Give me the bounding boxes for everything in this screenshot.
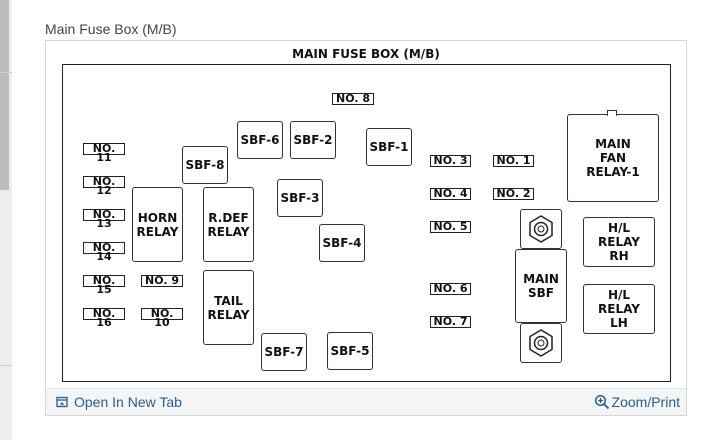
diagram-caption: Main Fuse Box (M/B) [45,21,177,37]
open-new-tab-icon [56,396,68,408]
left-scrollbar[interactable] [0,0,12,440]
diagram-title: MAIN FUSE BOX (M/B) [292,47,440,61]
relay-rdef: R.DEF RELAY [203,187,254,262]
fuse-sbf-1: SBF-1 [366,128,412,166]
label-no-5: NO. 5 [430,221,471,233]
label-no-7: NO. 7 [430,316,471,328]
label-no-6: NO. 6 [430,283,471,295]
relay-main-fan-1: MAIN FAN RELAY-1 [567,114,659,202]
bolt-nut-icon [529,215,553,243]
fuse-sbf-4: SBF-4 [319,224,365,262]
zoom-print-link[interactable]: Zoom/Print [594,394,680,410]
label-no-16: NO. 16 [83,308,125,328]
fuse-sbf-7: SBF-7 [261,333,307,371]
fuse-sbf-5: SBF-5 [327,332,373,370]
relay-tail: TAIL RELAY [203,270,254,345]
label-no-2: NO. 2 [493,188,534,200]
scrollbar-thumb[interactable] [0,0,9,190]
zoom-print-label: Zoom/Print [611,394,680,410]
main-sbf-assembly: MAIN SBF [515,209,567,363]
card-footer: Open In New Tab Zoom/Print [46,388,686,415]
label-no-14: NO. 14 [83,242,125,262]
label-no-10: NO. 10 [141,308,183,328]
relay-horn: HORN RELAY [132,187,183,262]
open-in-new-tab-label: Open In New Tab [74,394,182,410]
open-in-new-tab-link[interactable]: Open In New Tab [56,394,182,410]
relay-hl-lh: H/L RELAY LH [583,284,655,334]
fuse-sbf-6: SBF-6 [237,121,283,159]
fuse-box-frame: NO. 8 NO. 11 NO. 12 NO. 13 NO. 14 NO. 15… [62,64,671,382]
scrollbar-mark [0,72,12,73]
label-no-8: NO. 8 [332,93,374,105]
zoom-icon [594,394,609,410]
fuse-sbf-8: SBF-8 [182,146,228,184]
diagram-card: MAIN FUSE BOX (M/B) NO. 8 NO. 11 NO. 12 … [45,40,687,416]
label-no-4: NO. 4 [430,188,471,200]
fuse-sbf-2: SBF-2 [290,121,336,159]
scrollbar-mark [0,365,12,366]
label-no-1: NO. 1 [493,155,534,167]
fuse-sbf-3: SBF-3 [277,179,323,217]
relay-hl-rh: H/L RELAY RH [583,217,655,267]
main-sbf: MAIN SBF [515,249,567,323]
label-no-11: NO. 11 [83,143,125,163]
label-no-3: NO. 3 [430,155,471,167]
relay-tab [607,110,617,116]
bolt-nut-icon [529,329,553,357]
label-no-13: NO. 13 [83,209,125,229]
label-no-12: NO. 12 [83,176,125,196]
label-no-15: NO. 15 [83,275,125,295]
label-no-9: NO. 9 [141,275,183,287]
